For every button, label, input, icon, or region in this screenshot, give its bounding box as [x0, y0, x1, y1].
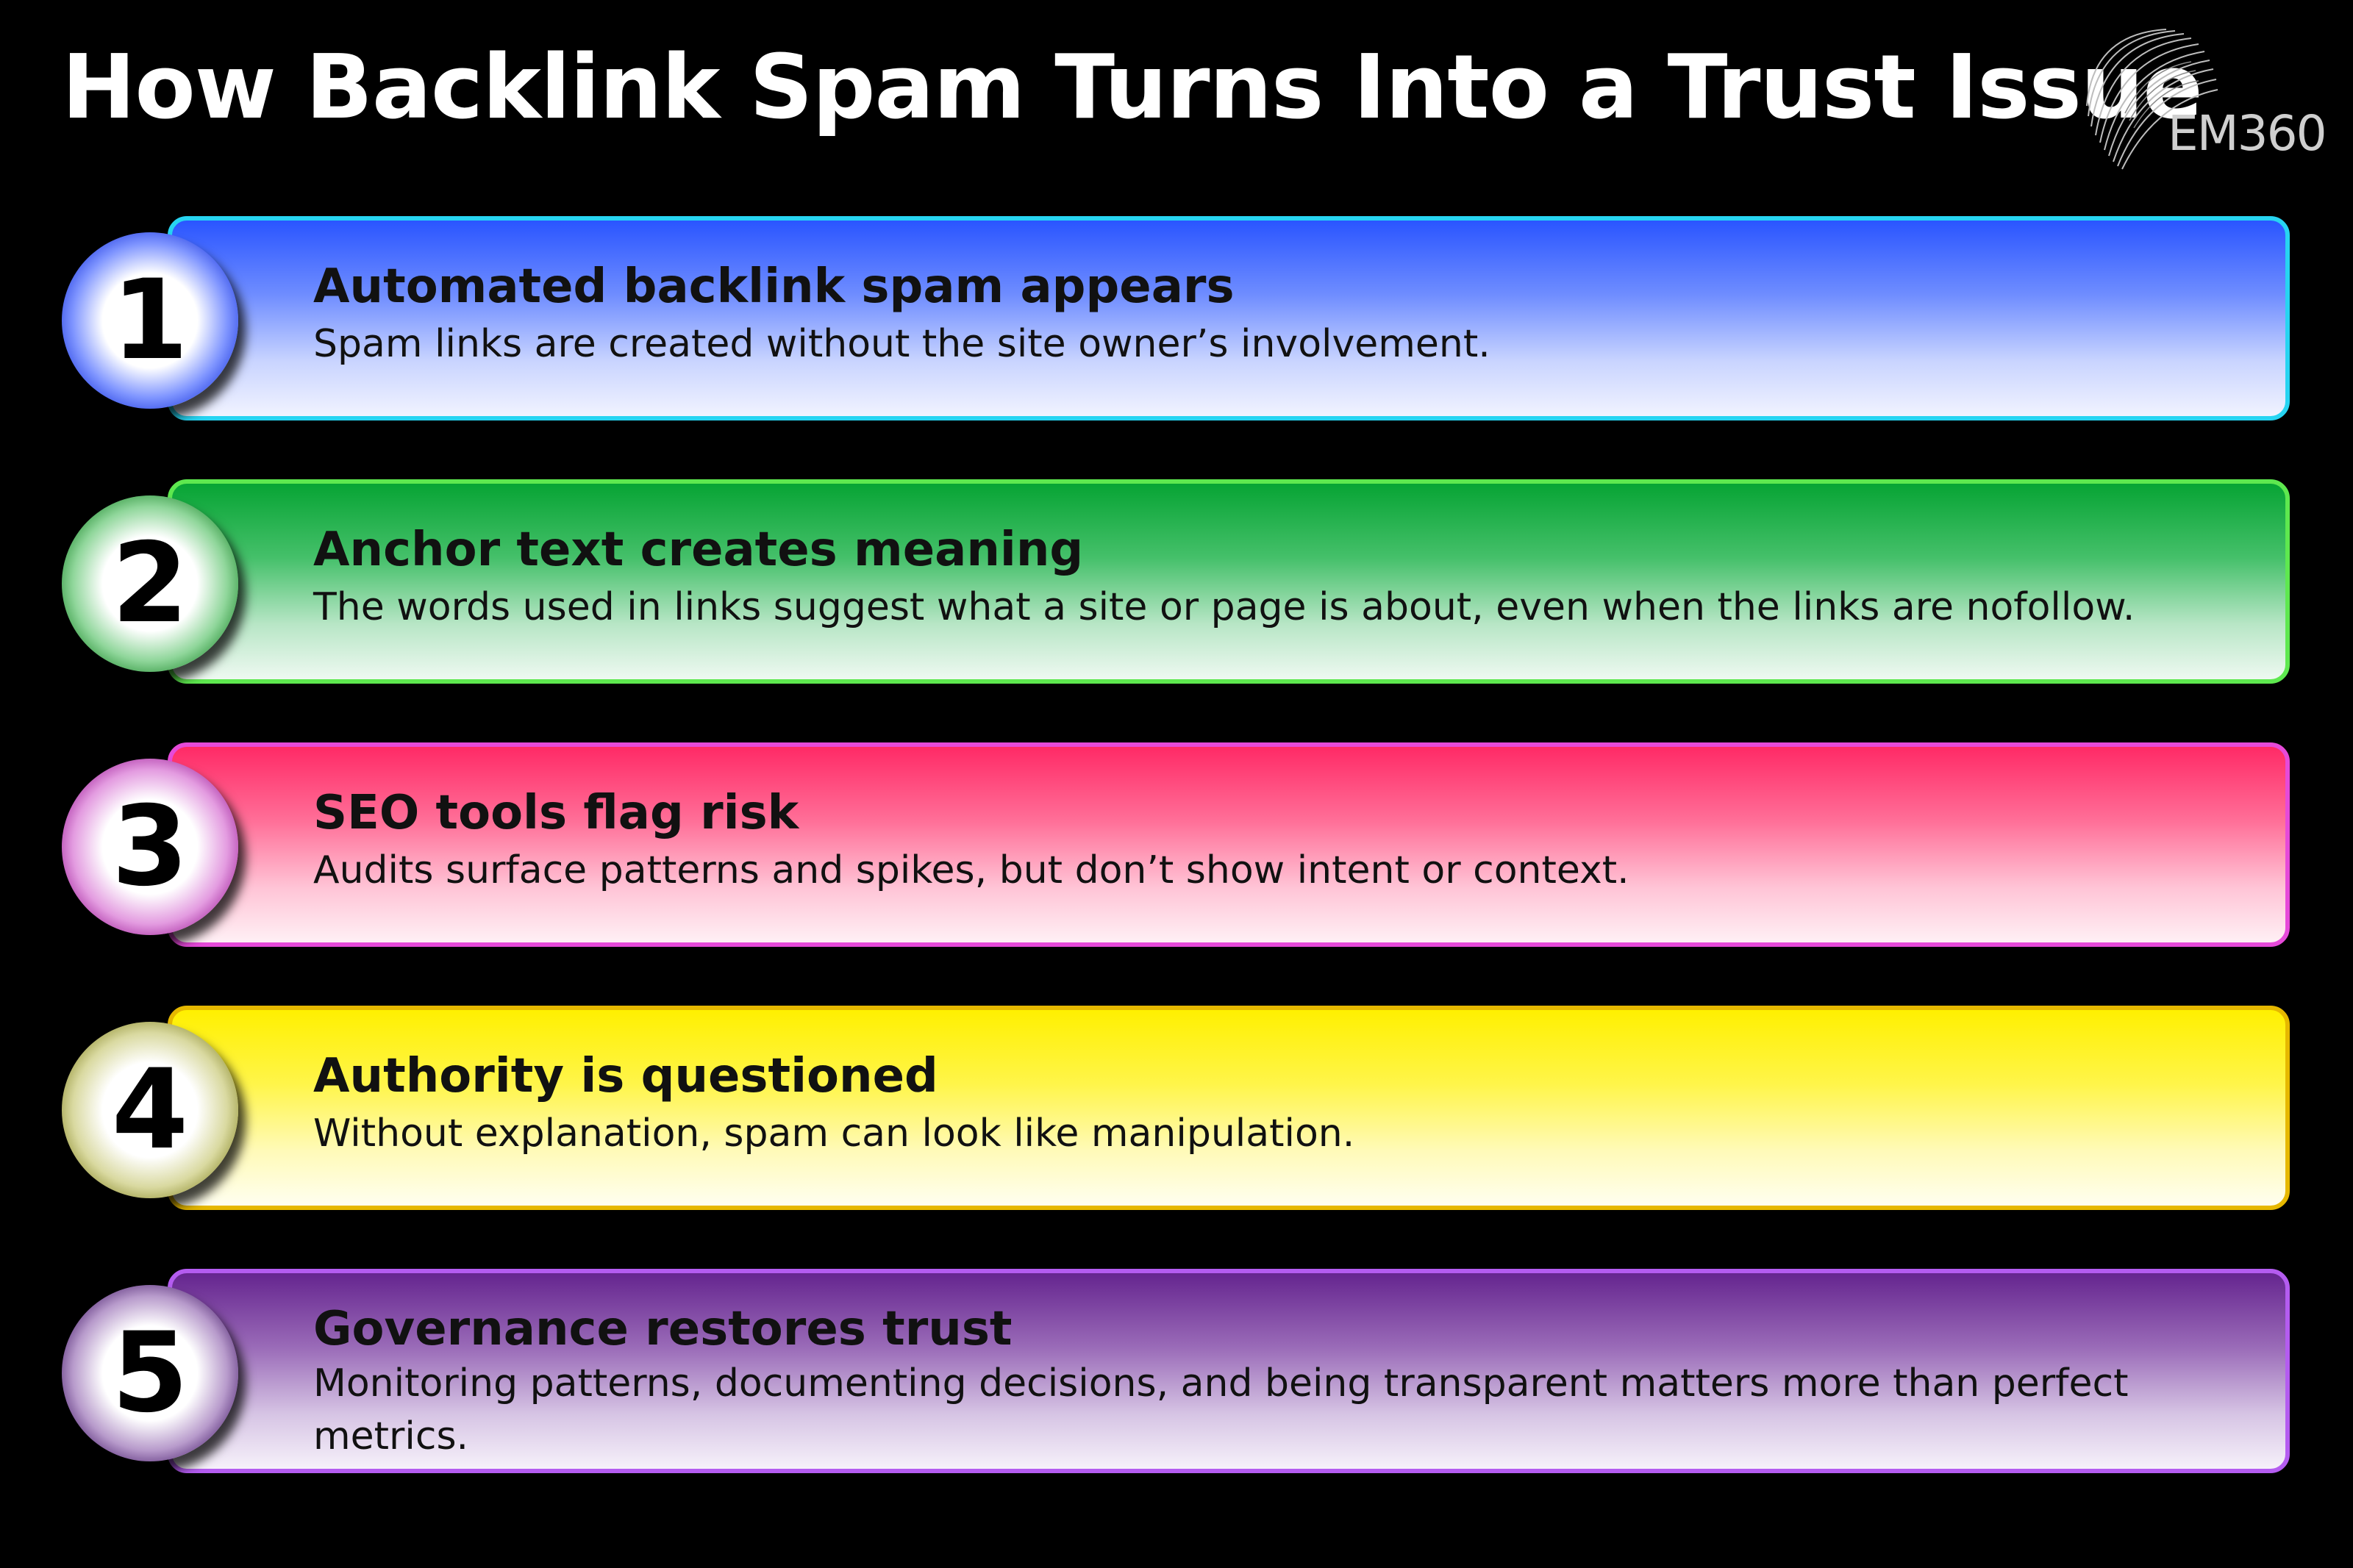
step-5: Governance restores trust Monitoring pat… — [0, 1269, 2353, 1479]
step-card: Automated backlink spam appears Spam lin… — [168, 216, 2290, 420]
step-description: Without explanation, spam can look like … — [313, 1111, 1355, 1156]
step-number-badge: 5 — [62, 1285, 238, 1461]
step-description: The words used in links suggest what a s… — [313, 585, 2135, 629]
step-number-badge: 1 — [62, 232, 238, 409]
step-card: Authority is questioned Without explanat… — [168, 1006, 2290, 1210]
step-1: Automated backlink spam appears Spam lin… — [0, 216, 2353, 426]
step-card: SEO tools flag risk Audits surface patte… — [168, 742, 2290, 947]
step-number: 1 — [111, 257, 189, 384]
logo-mark-icon — [2086, 29, 2218, 170]
em360-logo: EM360 — [2081, 25, 2327, 172]
step-title: Authority is questioned — [313, 1049, 938, 1103]
step-number: 3 — [111, 783, 189, 911]
step-2: Anchor text creates meaning The words us… — [0, 479, 2353, 690]
step-number-badge: 3 — [62, 759, 238, 935]
step-description: Monitoring patterns, documenting decisio… — [313, 1361, 2129, 1458]
step-description: Spam links are created without the site … — [313, 322, 1490, 366]
logo-text: EM360 — [2168, 105, 2327, 162]
step-number-badge: 2 — [62, 495, 238, 672]
page-title: How Backlink Spam Turns Into a Trust Iss… — [62, 37, 2203, 139]
step-description: Audits surface patterns and spikes, but … — [313, 848, 1629, 892]
step-4: Authority is questioned Without explanat… — [0, 1006, 2353, 1216]
step-title: Governance restores trust — [313, 1302, 1013, 1356]
step-number-badge: 4 — [62, 1022, 238, 1198]
step-title: SEO tools flag risk — [313, 786, 799, 840]
step-number: 2 — [111, 520, 189, 648]
step-number: 4 — [111, 1046, 189, 1174]
step-number: 5 — [111, 1309, 189, 1437]
step-title: Automated backlink spam appears — [313, 259, 1235, 314]
step-card: Governance restores trust Monitoring pat… — [168, 1269, 2290, 1473]
step-title: Anchor text creates meaning — [313, 523, 1084, 577]
step-card: Anchor text creates meaning The words us… — [168, 479, 2290, 684]
step-3: SEO tools flag risk Audits surface patte… — [0, 742, 2353, 953]
